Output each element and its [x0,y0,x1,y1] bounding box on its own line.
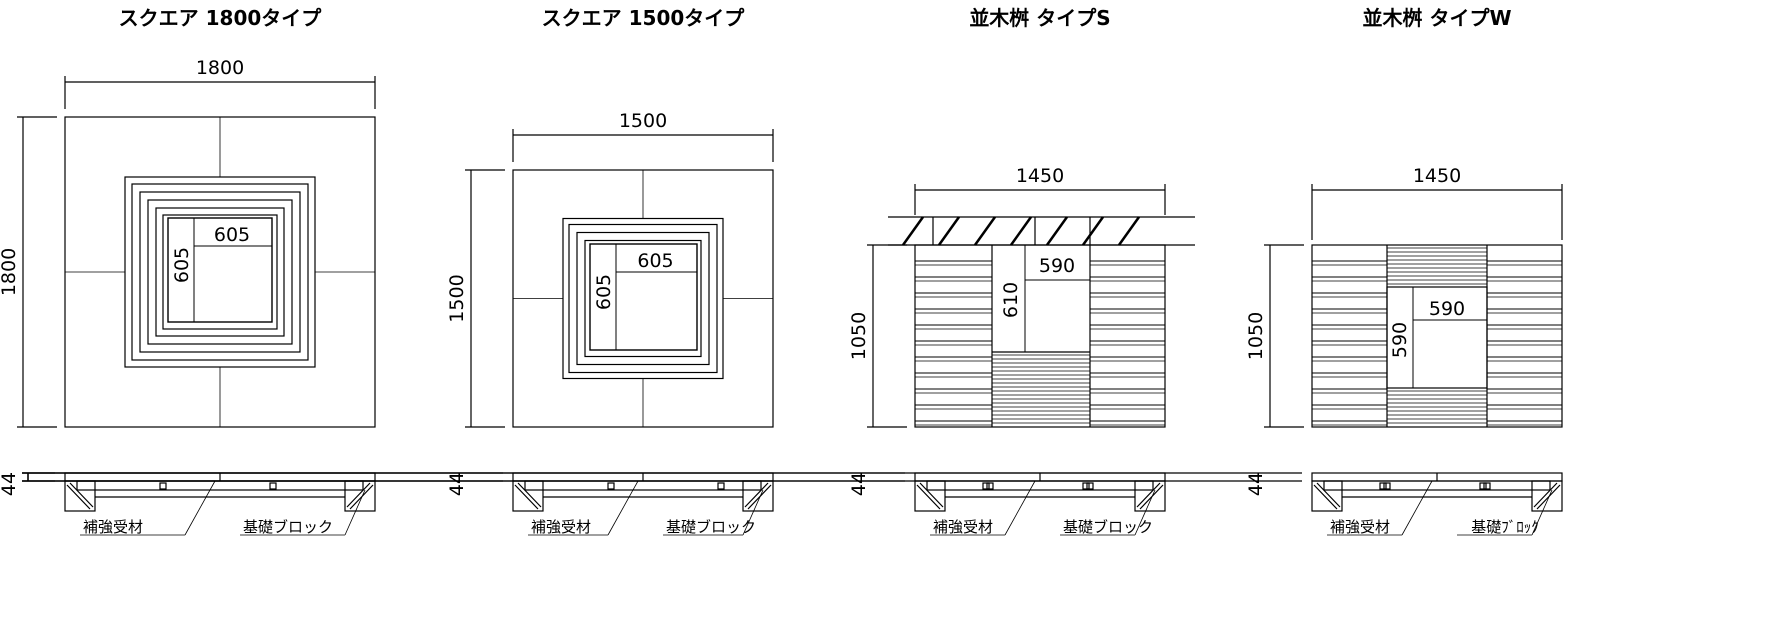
tree-opening [1386,286,1488,389]
block-hatch [346,482,371,508]
thickness-dimension: 44 [848,472,870,496]
panel-title: スクエア 1800タイプ [119,6,323,30]
leader-line [1134,489,1156,536]
dimension-height: 1500 [446,274,468,322]
leader-line [742,489,764,536]
support-stud [269,482,277,490]
dimension-width: 1450 [1016,165,1064,187]
block-hatch [1136,482,1161,508]
opening-width: 605 [637,250,673,272]
dimension-width: 1450 [1413,165,1461,187]
label-foundation-block: 基礎ブロック [1063,518,1153,536]
hatch-line [973,216,997,246]
support-stud [1383,482,1391,490]
block-hatch [744,482,769,508]
block-hatch [1313,484,1338,510]
support-stud [1479,482,1487,490]
label-reinforcement: 補強受材 [83,518,143,536]
support-stud [986,482,994,490]
label-reinforcement: 補強受材 [933,518,993,536]
foundation-block-right [344,480,376,512]
block-hatch [919,482,944,508]
block-hatch [69,482,94,508]
support-stud [607,482,615,490]
block-hatch [1316,482,1341,508]
panel-1: スクエア 1800タイプ 1800 1800 605 605 44 補強受材 基礎ブロック [0,6,376,536]
label-reinforcement: 補強受材 [1330,518,1390,536]
tree-pit-outline [1311,244,1563,428]
dimension-height: 1800 [0,248,20,296]
panel-title: 並木桝 タイプW [1362,6,1511,30]
leader-line [1531,489,1553,536]
reinforcement-beam [1323,480,1551,491]
panel-title: スクエア 1500タイプ [542,6,746,30]
label-foundation-block: 基礎ブロック [243,518,333,536]
foundation-block-left [914,480,946,512]
dimension-height: 1050 [848,312,870,360]
support-stud [982,482,990,490]
support-stud [717,482,725,490]
label-reinforcement: 補強受材 [531,518,591,536]
panel-title: 並木桝 タイプS [969,6,1110,30]
leader-line [184,480,216,536]
block-hatch [916,484,941,510]
hatch-line [1081,216,1105,246]
leader-line [344,489,366,536]
thickness-dimension: 44 [1245,472,1267,496]
tree-pit-outline [914,244,1166,428]
foundation-block-right [742,480,774,512]
tree-opening [167,217,273,323]
support-stud [1082,482,1090,490]
dimension-height: 1050 [1245,312,1267,360]
hatch-line [1009,216,1033,246]
reinforcement-beam [926,480,1154,491]
hatch-line [1045,216,1069,246]
foundation-block-left [512,480,544,512]
block-hatch [66,484,91,510]
support-stud [159,482,167,490]
panel-4: 並木桝 タイプW 1450 1050 590 590 44 補強受材 基礎ﾌﾞﾛｯｸ [22,6,1563,536]
opening-height: 605 [593,274,615,310]
label-foundation-block: 基礎ﾌﾞﾛｯｸ [1471,518,1539,536]
reinforcement-beam [76,480,364,491]
leader-line [607,480,639,536]
support-stud [1483,482,1491,490]
tree-opening [589,243,698,351]
foundation-block-right [1134,480,1166,512]
opening-width: 605 [214,224,250,246]
opening-height: 590 [1389,322,1411,358]
block-hatch [1533,482,1558,508]
label-foundation-block: 基礎ブロック [666,518,756,536]
support-stud [1086,482,1094,490]
hatch-line [901,216,925,246]
block-hatch [517,482,542,508]
foundation-block-right [1531,480,1563,512]
opening-width: 590 [1039,255,1075,277]
foundation-block-left [1311,480,1343,512]
dimension-width: 1800 [196,57,244,79]
opening-width: 590 [1429,298,1465,320]
support-stud [1379,482,1387,490]
leader-line [1004,480,1036,536]
hatch-line [1117,216,1141,246]
dimension-width: 1500 [619,110,667,132]
opening-height: 610 [1000,282,1022,318]
hatch-line [937,216,961,246]
leader-line [1401,480,1433,536]
reinforcement-beam [524,480,762,491]
opening-height: 605 [171,247,193,283]
thickness-dimension: 44 [0,472,20,496]
foundation-block-left [64,480,96,512]
thickness-dimension: 44 [446,472,468,496]
block-hatch [514,484,539,510]
